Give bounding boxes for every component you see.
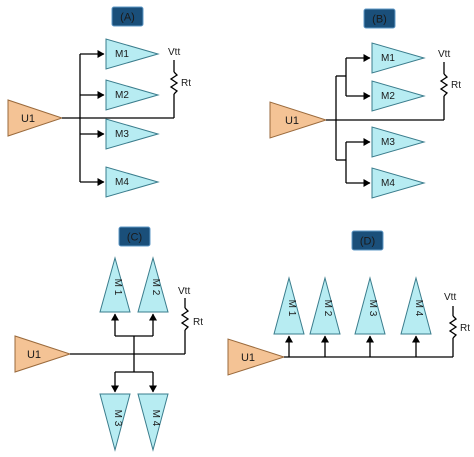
panel-b-receiver-label: M4 <box>381 178 395 189</box>
panel-d-receiver-m3 <box>354 276 386 335</box>
panel-b-resistor <box>439 73 449 97</box>
panel-a-driver-u1 <box>7 99 64 137</box>
panel-c-driver-u1 <box>14 335 72 373</box>
panel-d-driver-u1 <box>227 338 286 376</box>
panel-b: (B) U1 M1 M2 M3 M4 Vtt Rt <box>269 8 461 199</box>
panel-d-receiver-label: M 4 <box>413 300 424 317</box>
panel-b-receiver-m4 <box>371 167 426 199</box>
panel-c-label-box <box>118 226 151 247</box>
panel-b-label: (B) <box>372 14 387 26</box>
panel-d-receiver-label: M 2 <box>322 300 333 317</box>
panel-c-rt-label: Rt <box>193 317 203 328</box>
panel-b-receiver-label: M1 <box>381 53 395 64</box>
panel-b-rt-label: Rt <box>451 80 461 91</box>
panel-c-driver-label: U1 <box>27 349 41 361</box>
panel-c-resistor <box>180 307 190 331</box>
panel-c-receiver-m2 <box>137 256 169 313</box>
panel-a-rt-label: Rt <box>181 78 191 89</box>
panel-a-receiver-m2 <box>105 79 160 111</box>
panel-d-receiver-m2 <box>309 276 341 335</box>
panel-b-vtt-label: Vtt <box>438 49 450 60</box>
panel-a-receiver-m3 <box>105 118 160 150</box>
panel-d-resistor <box>448 315 458 339</box>
panel-d-receiver-m1 <box>273 276 305 335</box>
panel-c-receiver-m3 <box>99 393 131 452</box>
panel-a-receiver-m1 <box>105 38 160 70</box>
panel-b-receiver-m2 <box>371 80 426 112</box>
panel-a-vtt-label: Vtt <box>168 47 180 58</box>
panel-d-driver-label: U1 <box>241 352 255 364</box>
panel-a-receiver-m4 <box>105 166 160 198</box>
panel-d-receiver-label: M 1 <box>286 300 297 317</box>
panel-c-receiver-label: M 4 <box>150 410 161 427</box>
panel-a-receiver-label: M1 <box>115 49 129 60</box>
panel-d-label: (D) <box>360 236 375 248</box>
panel-a-resistor <box>169 71 179 95</box>
panel-a-receiver-label: M4 <box>115 177 129 188</box>
panel-c-vtt-label: Vtt <box>178 286 190 297</box>
panel-c: (C) U1 M 1 M 2 M 3 M 4 Vtt Rt <box>14 226 203 452</box>
panel-a-receiver-label: M3 <box>115 129 129 140</box>
panel-c-receiver-label: M 3 <box>112 410 123 427</box>
panel-d-vtt-label: Vtt <box>444 292 456 303</box>
panel-b-driver-label: U1 <box>285 115 299 127</box>
panel-a: (A) U1 M1 M2 M3 M4 Vtt Rt <box>7 6 191 198</box>
panel-b-driver-u1 <box>269 101 328 139</box>
panel-c-receiver-m4 <box>137 393 169 452</box>
panel-a-label: (A) <box>120 12 135 24</box>
panel-b-receiver-m1 <box>371 42 426 74</box>
panel-c-receiver-m1 <box>99 256 131 313</box>
panel-d-label-box <box>351 230 384 251</box>
panel-a-driver-label: U1 <box>21 113 35 125</box>
panel-b-receiver-label: M2 <box>381 91 395 102</box>
panel-c-label: (C) <box>127 232 142 244</box>
panel-b-label-box <box>363 8 396 29</box>
panel-d: (D) U1 M 1 M 2 M 3 M 4 Vtt Rt <box>227 230 470 376</box>
panel-b-receiver-label: M3 <box>381 137 395 148</box>
panel-d-receiver-m4 <box>400 276 432 335</box>
panel-a-receiver-label: M2 <box>115 90 129 101</box>
panel-c-receiver-label: M 2 <box>150 279 161 296</box>
panel-d-receiver-label: M 3 <box>367 300 378 317</box>
panel-a-label-box <box>111 6 144 27</box>
panel-c-receiver-label: M 1 <box>112 279 123 296</box>
panel-d-rt-label: Rt <box>460 323 470 334</box>
panel-b-receiver-m3 <box>371 126 426 158</box>
